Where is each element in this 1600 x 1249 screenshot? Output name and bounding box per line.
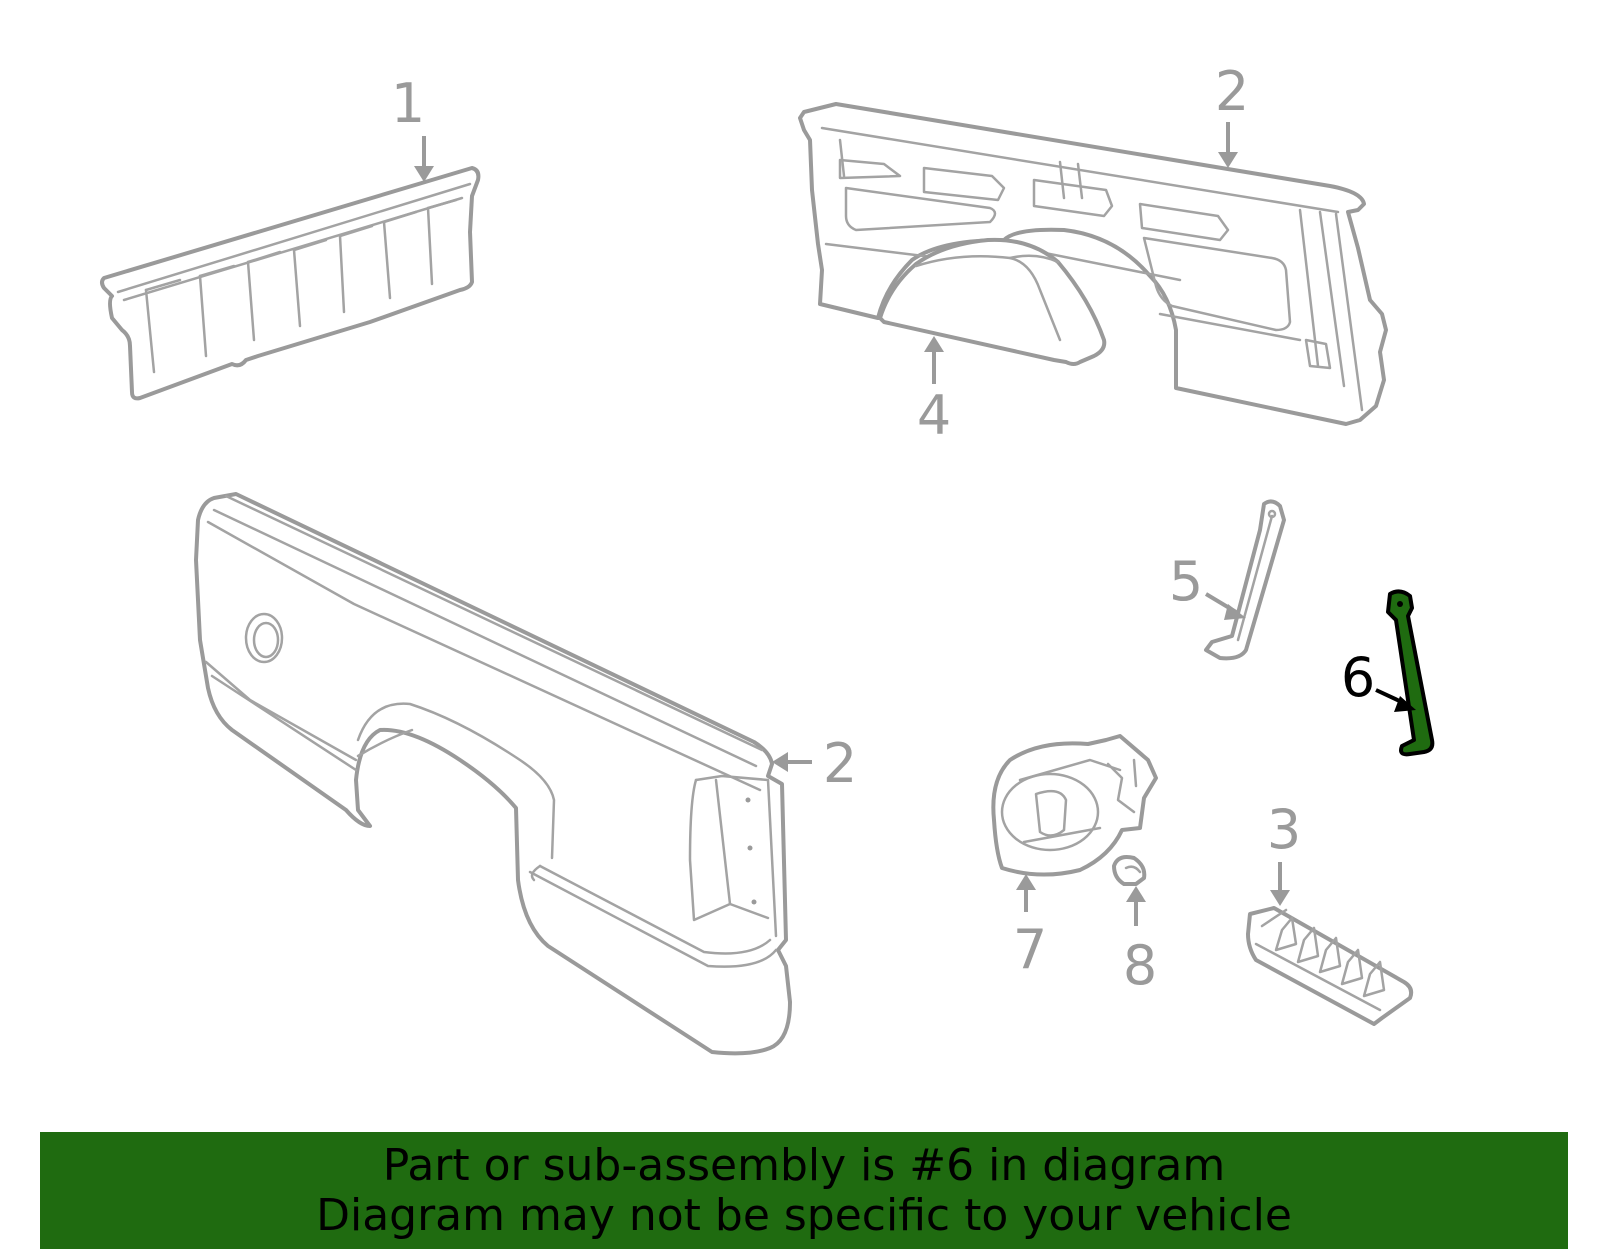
- part-2-inner-panel: [798, 102, 1388, 426]
- callout-2-side-arrowhead: [772, 752, 788, 772]
- part-2-outer-side-panel: [194, 492, 792, 1056]
- callout-5: 5: [1169, 550, 1246, 620]
- callout-2-top-label: 2: [1215, 60, 1249, 123]
- callout-5-arrowhead: [1224, 604, 1246, 620]
- callout-8: 8: [1123, 886, 1157, 997]
- callout-3-arrowhead: [1270, 890, 1290, 906]
- callout-7-arrowhead: [1016, 874, 1036, 890]
- callout-5-label: 5: [1169, 550, 1203, 613]
- callout-2-top: 2: [1215, 60, 1249, 168]
- callout-4: 4: [917, 336, 951, 447]
- callout-6: 6: [1341, 646, 1416, 712]
- callout-3: 3: [1267, 798, 1301, 906]
- part-4-wheelhouse: [878, 237, 1107, 366]
- callout-8-label: 8: [1123, 934, 1157, 997]
- banner-line-2: Diagram may not be specific to your vehi…: [316, 1189, 1292, 1241]
- callout-7: 7: [1013, 874, 1047, 981]
- callout-7-label: 7: [1013, 918, 1047, 981]
- part-8-grommet: [1112, 855, 1147, 886]
- part-6-strap-highlighted: [1386, 589, 1435, 757]
- callout-4-label: 4: [917, 384, 951, 447]
- callout-2-side: 2: [772, 732, 857, 795]
- callout-1-label: 1: [391, 72, 425, 135]
- part-3-ribbed-plate: [1246, 906, 1414, 1026]
- part-1-front-panel: [100, 166, 481, 401]
- part-7-fuel-door-housing: [991, 734, 1158, 877]
- callout-2-side-label: 2: [823, 732, 857, 795]
- callout-3-label: 3: [1267, 798, 1301, 861]
- callout-1-arrowhead: [414, 166, 434, 182]
- callout-2-top-arrowhead: [1218, 152, 1238, 168]
- banner-line-1: Part or sub-assembly is #6 in diagram: [382, 1139, 1226, 1191]
- callout-8-arrowhead: [1126, 886, 1146, 902]
- callout-6-arrowhead: [1394, 696, 1416, 712]
- callout-1: 1: [391, 72, 434, 182]
- info-banner: Part or sub-assembly is #6 in diagram Di…: [40, 1132, 1568, 1249]
- callout-6-label: 6: [1341, 646, 1375, 709]
- part-5-bracket: [1204, 499, 1286, 661]
- callout-4-arrowhead: [924, 336, 944, 352]
